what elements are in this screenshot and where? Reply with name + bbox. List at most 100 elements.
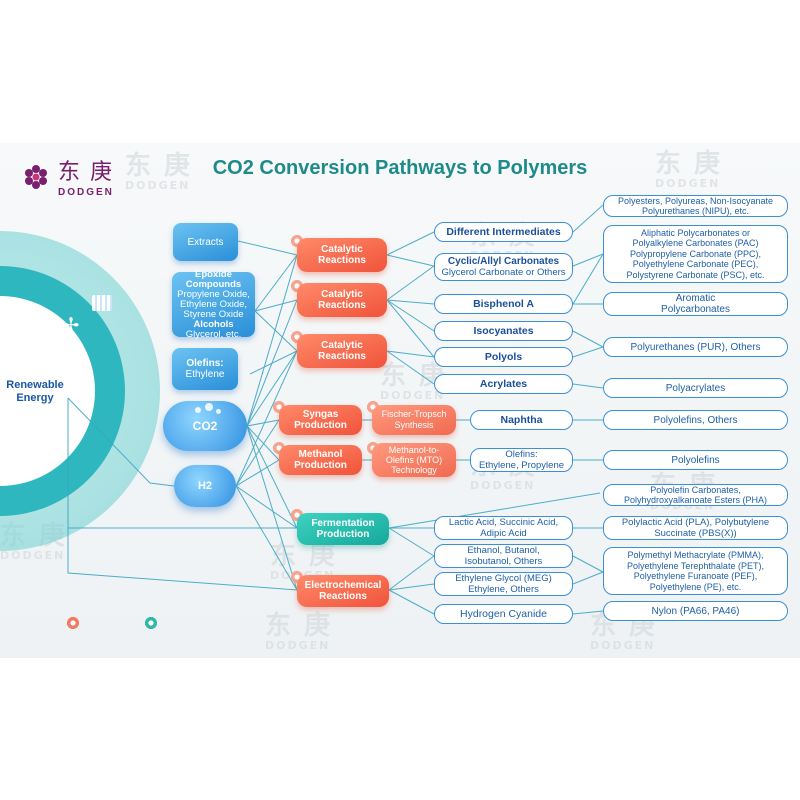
polymer-nylon: Nylon (PA66, PA46) [603, 601, 788, 621]
source-extracts: Extracts [173, 223, 238, 261]
process-label: Methanol [298, 449, 343, 460]
alcohols-title: Alcohols [193, 318, 234, 330]
process-fischer-tropsch: Fischer-Tropsch Synthesis [372, 405, 456, 435]
polymer-label: Polyolefins [671, 454, 720, 466]
intermediate-olefins: Olefins: Ethylene, Propylene [470, 448, 573, 472]
polymer-label: Polyethylene Terephthalate (PET), [627, 560, 764, 571]
intermediate-label: Different Intermediates [446, 225, 561, 238]
process-label: Catalytic [321, 244, 363, 255]
polymer-aliphatic-polycarbonates: Aliphatic Polycarbonates or Polyalkylene… [603, 225, 788, 283]
intermediate-label: Cyclic/Allyl Carbonates [447, 256, 560, 267]
process-label: Production [294, 460, 347, 471]
polymer-label: Polyolefins, Others [653, 414, 738, 426]
polymer-label: Polyethylene (PE), etc. [649, 581, 742, 592]
logo-english-text: DODGEN [58, 187, 114, 198]
gear-icon [144, 616, 158, 630]
intermediate-cyclic-carbonates: Cyclic/Allyl Carbonates Glycerol Carbona… [434, 253, 573, 281]
polymer-label: Aliphatic Polycarbonates or [640, 227, 751, 238]
olefins-title: Olefins: [186, 358, 224, 369]
polymer-polyolefins: Polyolefins [603, 450, 788, 470]
polymer-label: Polystyrene Carbonate (PSC), etc. [626, 269, 765, 280]
polymer-label: Polyacrylates [665, 382, 726, 394]
bubble [216, 409, 221, 414]
wind-turbine-icon: ✢ [62, 315, 80, 337]
intermediate-polyols: Polyols [434, 347, 573, 367]
intermediate-label: Ethylene Glycol (MEG) [455, 573, 552, 584]
solar-panel-icon [92, 295, 112, 311]
intermediate-lactic-acid: Lactic Acid, Succinic Acid, Adipic Acid [434, 516, 573, 540]
process-label: Reactions [318, 300, 366, 311]
polymer-label: Polyurethanes (NIPU), etc. [641, 206, 750, 216]
process-label: Production [316, 529, 370, 540]
intermediate-ethylene-glycol: Ethylene Glycol (MEG) Ethylene, Others [434, 572, 573, 596]
polymer-label: Nylon (PA66, PA46) [651, 605, 740, 617]
process-catalytic-reactions: Catalytic Reactions [297, 283, 387, 317]
intermediate-label: Ethanol, Butanol, [467, 545, 540, 556]
intermediate-label: Acrylates [479, 377, 528, 390]
process-label: Reactions [318, 255, 366, 266]
intermediate-label: Bisphenol A [473, 297, 534, 310]
polymer-polyolefins-others: Polyolefins, Others [603, 410, 788, 430]
epoxide-item: Styrene Oxide [183, 308, 244, 320]
intermediate-bisphenol-a: Bisphenol A [434, 294, 573, 314]
polymer-polyacrylates: Polyacrylates [603, 378, 788, 398]
bubble [195, 407, 201, 413]
polymer-label: Polyethylene Furanoate (PEF), [633, 571, 758, 581]
intermediate-label: Ethylene, Others [468, 584, 539, 595]
intermediate-sublabel: Glycerol Carbonate or Others [441, 267, 566, 278]
logo-flower-icon [25, 165, 47, 189]
polymer-pmma-pet: Polymethyl Methacrylate (PMMA), Polyethy… [603, 547, 788, 595]
source-extracts-label: Extracts [187, 236, 224, 248]
intermediate-label: Hydrogen Cyanide [460, 607, 547, 620]
intermediate-label: Olefins: [505, 449, 538, 460]
polymer-label: Polyesters, Polyureas, Non-Isocyanate [617, 196, 774, 206]
intermediate-hydrogen-cyanide: Hydrogen Cyanide [434, 604, 573, 624]
polymer-polyesters: Polyesters, Polyureas, Non-Isocyanate Po… [603, 195, 788, 217]
gear-icon [66, 616, 80, 630]
polymer-label: Polymethyl Methacrylate (PMMA), [627, 550, 764, 560]
intermediate-ethanol: Ethanol, Butanol, Isobutanol, Others [434, 544, 573, 568]
logo-chinese-text: 东庚 [58, 160, 123, 185]
polymer-polylactic-acid: Polylactic Acid (PLA), Polybutylene Succ… [603, 516, 788, 540]
process-label: Electrochemical [304, 580, 382, 591]
process-label: Synthesis [394, 420, 434, 430]
process-label: Reactions [318, 351, 366, 362]
intermediate-label: Polyols [484, 350, 523, 363]
polymer-polyolefin-carbonates: Polyolefin Carbonates, Polyhydroxyalkano… [603, 484, 788, 506]
polymer-label: Aromatic [675, 293, 716, 304]
process-catalytic-reactions: Catalytic Reactions [297, 334, 387, 368]
process-catalytic-reactions: Catalytic Reactions [297, 238, 387, 272]
process-label: Catalytic [321, 289, 363, 300]
polymer-label: Polypropylene Carbonate (PPC), [629, 248, 762, 259]
process-syngas-production: Syngas Production [279, 405, 362, 435]
intermediate-label: Adipic Acid [480, 528, 527, 539]
polymer-label: Polyethylene Carbonate (PEC), [632, 259, 759, 270]
polymer-label: Polycarbonates [661, 304, 730, 315]
renewable-energy-line1: Renewable [6, 379, 64, 391]
process-mto-technology: Methanol-to- Olefins (MTO) Technology [372, 443, 456, 477]
bubble [205, 403, 213, 411]
process-label: Reactions [319, 591, 367, 602]
connector-lines [67, 204, 604, 615]
renewable-energy-line2: Energy [16, 392, 54, 404]
polymer-label: Polyhydroxyalkanoate Esters (PHA) [623, 495, 768, 505]
intermediate-isocyanates: Isocyanates [434, 321, 573, 341]
source-olefins: Olefins: Ethylene [172, 348, 238, 390]
intermediate-label: Naphtha [500, 413, 543, 426]
company-logo: 东庚 DODGEN [22, 161, 132, 201]
process-fermentation-production: Fermentation Production [297, 513, 389, 545]
process-methanol-production: Methanol Production [279, 445, 362, 475]
epoxide-title-line2: Compounds [185, 278, 242, 290]
intermediate-different: Different Intermediates [434, 222, 573, 242]
intermediate-label: Ethylene, Propylene [478, 460, 565, 471]
process-label: Olefins (MTO) [385, 455, 443, 465]
process-label: Catalytic [321, 340, 363, 351]
intermediate-acrylates: Acrylates [434, 374, 573, 394]
droplet-icon [24, 325, 44, 345]
co2-label: CO2 [192, 419, 218, 433]
source-h2: H2 [174, 465, 236, 507]
